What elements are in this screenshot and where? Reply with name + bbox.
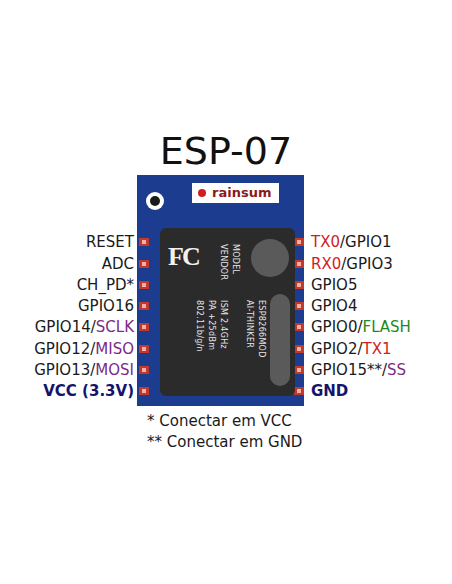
pin-label: GPIO4 bbox=[311, 297, 357, 315]
pin-pad bbox=[139, 281, 149, 289]
pin-label: TX1 bbox=[363, 340, 392, 358]
pin-hole bbox=[142, 283, 146, 287]
pin-pad bbox=[294, 281, 304, 289]
pin-pad bbox=[139, 345, 149, 353]
brand-sticker: rainsum bbox=[192, 183, 279, 203]
pin-pad bbox=[139, 323, 149, 331]
pin-label-row: VCC (3.3V) bbox=[43, 382, 134, 400]
pin-label: /GPIO1 bbox=[340, 233, 392, 251]
pin-label-row: ADC bbox=[102, 255, 134, 273]
footnote: * Conectar em VCC bbox=[147, 412, 292, 430]
fcc-logo: FC bbox=[168, 242, 199, 272]
title: ESP-07 bbox=[0, 128, 452, 174]
pin-hole bbox=[142, 389, 146, 393]
pin-hole bbox=[297, 304, 301, 308]
pin-label: SCLK bbox=[96, 318, 134, 336]
pin-hole bbox=[142, 304, 146, 308]
pin-label-row: GPIO12/MISO bbox=[34, 340, 134, 358]
pin-label-row: GPIO16 bbox=[78, 297, 134, 315]
pin-hole bbox=[142, 325, 146, 329]
shield-marking: MODEL bbox=[230, 244, 240, 274]
pin-label: RESET bbox=[86, 233, 134, 251]
pin-label: CH_PD* bbox=[77, 276, 134, 294]
shield-marking: ISM 2.4GHz bbox=[218, 300, 228, 349]
pin-pad bbox=[139, 302, 149, 310]
footnote: ** Conectar em GND bbox=[147, 433, 302, 451]
shield-marking: ESP8266MOD bbox=[256, 300, 266, 358]
shield-marking: VENDOR bbox=[218, 244, 228, 280]
pin-pad bbox=[139, 387, 149, 395]
pin-label: /GPIO3 bbox=[341, 255, 393, 273]
pin-label: GPIO15**/ bbox=[311, 361, 387, 379]
pin-hole bbox=[297, 368, 301, 372]
brand-name: rainsum bbox=[212, 185, 271, 201]
shield-marking: AI-THINKER bbox=[244, 300, 254, 348]
pin-hole bbox=[297, 389, 301, 393]
pin-pad bbox=[294, 323, 304, 331]
pin-label: GND bbox=[311, 382, 348, 400]
pin-label: GPIO5 bbox=[311, 276, 357, 294]
pin-label-row: RESET bbox=[86, 233, 134, 251]
pin-label: GPIO13/ bbox=[34, 361, 95, 379]
pin-hole bbox=[142, 240, 146, 244]
pin-label: GPIO12/ bbox=[34, 340, 95, 358]
pin-label: GPIO2/ bbox=[311, 340, 363, 358]
pin-label: VCC (3.3V) bbox=[43, 382, 134, 400]
pin-label: GPIO16 bbox=[78, 297, 134, 315]
pin-label-row: GPIO2/TX1 bbox=[311, 340, 391, 358]
pin-pad bbox=[139, 366, 149, 374]
pin-label: MOSI bbox=[95, 361, 134, 379]
pin-hole bbox=[297, 283, 301, 287]
pin-label-row: GPIO14/SCLK bbox=[35, 318, 134, 336]
pin-label: GPIO0/ bbox=[311, 318, 363, 336]
pin-pad bbox=[139, 260, 149, 268]
pin-label: MISO bbox=[95, 340, 134, 358]
pin-label-row: CH_PD* bbox=[77, 276, 134, 294]
pin-label: ADC bbox=[102, 255, 134, 273]
pin-pad bbox=[294, 345, 304, 353]
metal-shield: FC MODELVENDOR ISM 2.4GHzPA +25dBm802.11b/… bbox=[160, 228, 295, 396]
pin-label-row: GPIO0/FLASH bbox=[311, 318, 411, 336]
pin-hole bbox=[142, 262, 146, 266]
pin-hole bbox=[142, 368, 146, 372]
module-board bbox=[137, 175, 304, 406]
pin-label-row: GND bbox=[311, 382, 348, 400]
pin-pad bbox=[294, 238, 304, 246]
mounting-hole-center bbox=[150, 196, 160, 206]
pin-label: TX0 bbox=[311, 233, 340, 251]
pin-hole bbox=[297, 240, 301, 244]
pin-label-row: GPIO4 bbox=[311, 297, 357, 315]
mounting-hole bbox=[146, 192, 164, 210]
pin-pad bbox=[294, 260, 304, 268]
pin-hole bbox=[297, 262, 301, 266]
pin-pad bbox=[139, 238, 149, 246]
shield-marking: PA +25dBm bbox=[206, 300, 216, 350]
pin-label-row: GPIO5 bbox=[311, 276, 357, 294]
pin-pad bbox=[294, 387, 304, 395]
shield-dimple bbox=[251, 239, 289, 277]
pin-label: RX0 bbox=[311, 255, 341, 273]
red-dot bbox=[198, 189, 206, 197]
shield-marking: 802.11b/g/n bbox=[194, 300, 204, 352]
pin-hole bbox=[142, 347, 146, 351]
pin-label: SS bbox=[387, 361, 406, 379]
pin-label: GPIO14/ bbox=[35, 318, 96, 336]
pin-label-row: GPIO13/MOSI bbox=[34, 361, 134, 379]
pin-hole bbox=[297, 325, 301, 329]
shield-oval bbox=[270, 294, 290, 386]
pin-label: FLASH bbox=[363, 318, 411, 336]
pin-label-row: GPIO15**/SS bbox=[311, 361, 406, 379]
pin-pad bbox=[294, 302, 304, 310]
pin-hole bbox=[297, 347, 301, 351]
pin-label-row: TX0/GPIO1 bbox=[311, 233, 391, 251]
pin-pad bbox=[294, 366, 304, 374]
pin-label-row: RX0/GPIO3 bbox=[311, 255, 393, 273]
